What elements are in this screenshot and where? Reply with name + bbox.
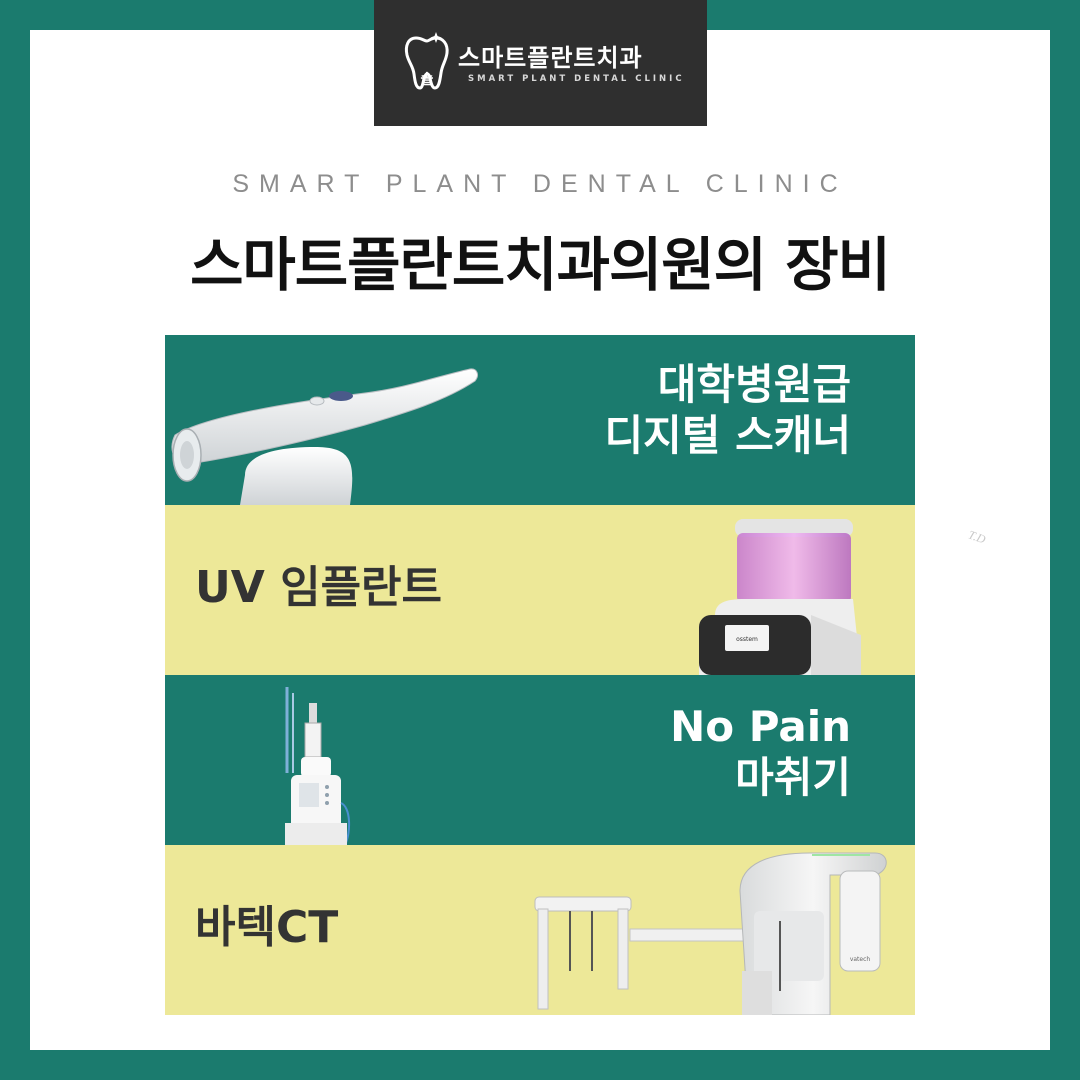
clinic-logo-subtitle: SMART PLANT DENTAL CLINIC [468,74,685,84]
logo-box: 솔 스마트플란트치과 SMART PLANT DENTAL CLINIC [374,0,707,126]
equipment-label-ct: 바텍CT [195,901,338,955]
equipment-label-line: 대학병원급 [657,360,851,409]
tooth-icon: 솔 [404,32,449,90]
svg-text:osstem: osstem [736,636,758,643]
equipment-panel-ct: 바텍CT vatech [165,845,915,1015]
ct-scanner-image: vatech [534,852,887,1015]
equipment-label-uv-implant: UV 임플란트 [195,561,442,615]
equipment-panel-uv-implant: UV 임플란트 osstem [165,505,915,675]
anesthesia-device-image [285,687,351,845]
equipment-label-line: No Pain [670,702,851,751]
equipment-panel-anesthesia: No Pain 마취기 [165,675,915,845]
header-eyebrow: SMART PLANT DENTAL CLINIC [232,170,848,198]
equipment-label-line: UV 임플란트 [195,562,443,613]
equipment-panel-scanner: 대학병원급 디지털 스캐너 [165,335,915,505]
equipment-label-anesthesia: No Pain 마취기 [670,701,851,803]
clinic-logo-title: 스마트플란트치과 [458,44,643,72]
page-title: 스마트플란트치과의원의 장비 [190,231,891,299]
equipment-label-scanner: 대학병원급 디지털 스캐너 [605,359,851,461]
intraoral-scanner-image [171,368,478,505]
equipment-label-line: 바텍CT [195,902,339,953]
svg-text:솔: 솔 [421,72,434,88]
svg-text:vatech: vatech [850,956,871,963]
equipment-label-line: 마취기 [735,753,851,803]
uv-implant-machine-image: osstem [699,519,861,675]
equipment-label-line: 디지털 스캐너 [604,411,851,461]
